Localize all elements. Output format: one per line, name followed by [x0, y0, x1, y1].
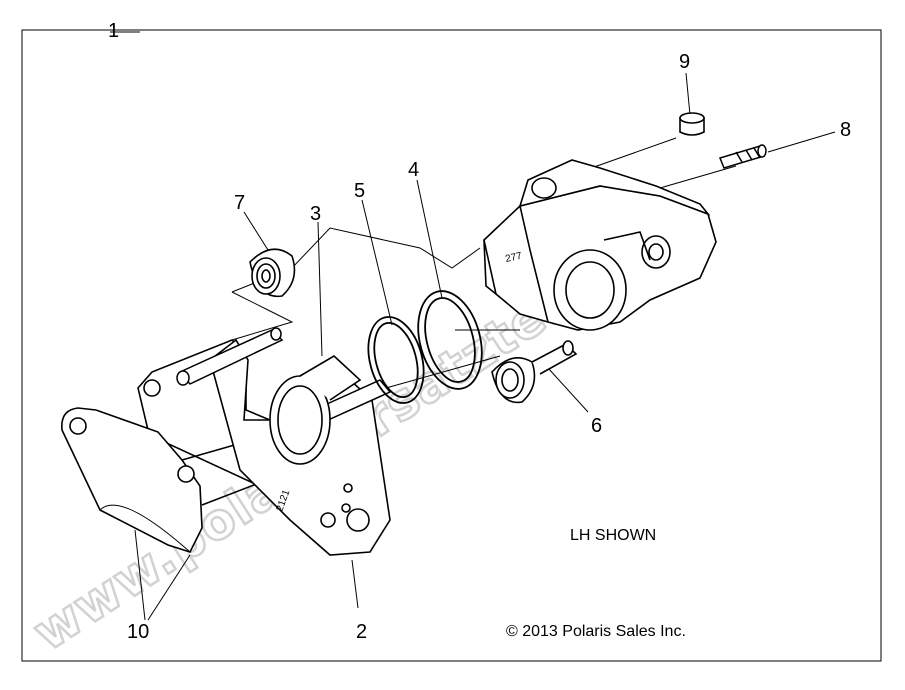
dust-seal [417, 290, 483, 390]
callout-8: 8 [840, 119, 851, 141]
piston [269, 355, 362, 465]
copyright-notice: © 2013 Polaris Sales Inc. [506, 623, 686, 640]
diagram-frame [21, 29, 882, 662]
callout-3: 3 [310, 203, 321, 225]
pin-boot-upper [249, 248, 296, 298]
callout-7: 7 [234, 192, 245, 214]
pin-boot-lower [491, 340, 578, 404]
caliper-mark: 277 [504, 251, 523, 265]
callout-10: 10 [127, 621, 149, 643]
piston-seal [367, 316, 425, 404]
bleeder-cap [679, 112, 705, 136]
callout-9: 9 [679, 51, 690, 73]
callout-5: 5 [354, 180, 365, 202]
callout-2: 2 [356, 621, 367, 643]
bleeder-screw [718, 144, 767, 169]
assembly-outline-lower [231, 291, 294, 341]
callout-6: 6 [591, 415, 602, 437]
callout-4: 4 [408, 159, 419, 181]
caliper-body [483, 159, 717, 331]
callout-1: 1 [108, 20, 119, 42]
orientation-note: LH SHOWN [570, 527, 656, 544]
